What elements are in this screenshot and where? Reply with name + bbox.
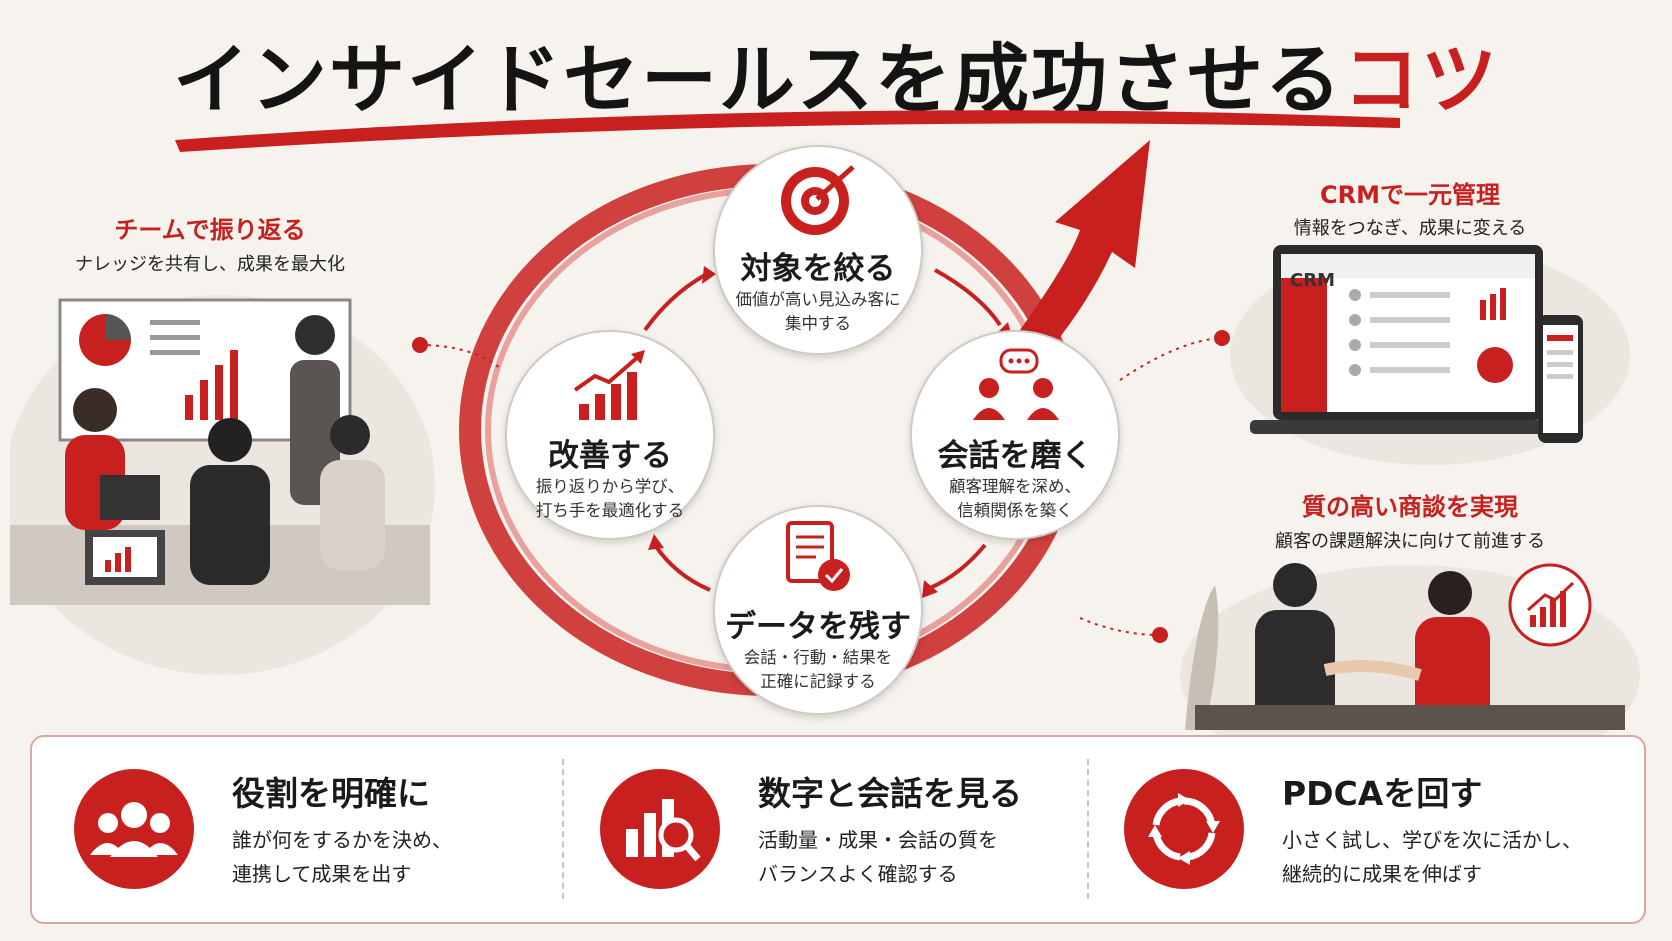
left-heading: チームで振り返る xyxy=(114,216,306,244)
node-improve-desc-2: 打ち手を最適化する xyxy=(535,501,685,520)
conversation-icon xyxy=(973,348,1059,420)
node-data-desc-1: 会話・行動・結果を xyxy=(743,648,893,667)
node-target-title: 対象を絞る xyxy=(740,251,896,287)
deal-heading: 質の高い商談を実現 xyxy=(1302,493,1518,521)
node-target-desc-2: 集中する xyxy=(785,314,851,333)
node-conversation-desc-1: 顧客理解を深め、 xyxy=(949,477,1081,496)
tip-pdca-title: PDCAを回す xyxy=(1282,774,1483,813)
connector-right-top xyxy=(1119,337,1223,381)
node-data-desc-2: 正確に記録する xyxy=(760,672,876,691)
checklist-icon xyxy=(786,521,850,591)
title-main: インサイドセールスを成功させる xyxy=(173,35,1343,124)
connector-left xyxy=(419,344,501,369)
team-meeting-illustration xyxy=(10,295,435,675)
crm-heading: CRMで一元管理 xyxy=(1320,181,1500,209)
handshake-illustration xyxy=(1180,563,1640,735)
tip-roles-desc-2: 連携して成果を出す xyxy=(232,862,412,886)
node-data[interactable]: データを残す 会話・行動・結果を 正確に記録する xyxy=(713,505,923,715)
growth-chart-icon xyxy=(573,350,645,420)
left-subtext: ナレッジを共有し、成果を最大化 xyxy=(75,254,345,275)
node-data-title: データを残す xyxy=(725,609,911,645)
tip-pdca-desc-2: 継続的に成果を伸ばす xyxy=(1282,862,1482,886)
title-accent: コツ xyxy=(1343,35,1499,124)
crm-devices-illustration xyxy=(1230,245,1630,465)
node-target[interactable]: 対象を絞る 価値が高い見込み客に 集中する xyxy=(713,145,923,355)
divider xyxy=(562,759,564,899)
node-improve-title: 改善する xyxy=(548,438,672,474)
node-conversation-title: 会話を磨く xyxy=(937,438,1093,474)
crm-subtext: 情報をつなぎ、成果に変える xyxy=(1293,218,1527,239)
page-title: インサイドセールスを成功させるコツ xyxy=(0,18,1672,128)
tip-pdca-desc-1: 小さく試し、学びを次に活かし、 xyxy=(1282,828,1582,852)
analytics-icon xyxy=(600,769,720,889)
deal-subtext: 顧客の課題解決に向けて前進する xyxy=(1275,531,1545,552)
title-underline-brush xyxy=(175,110,1400,152)
node-improve-desc-1: 振り返りから学び、 xyxy=(535,477,685,496)
connector-right-bottom xyxy=(1079,617,1161,636)
node-improve[interactable]: 改善する 振り返りから学び、 打ち手を最適化する xyxy=(505,330,715,540)
tips-panel: 役割を明確に 誰が何をするかを決め、 連携して成果を出す 数字と会話を見る 活動… xyxy=(30,735,1646,924)
tip-metrics-title: 数字と会話を見る xyxy=(758,774,1022,813)
crm-screen-label: CRM xyxy=(1290,270,1335,291)
node-conversation-desc-2: 信頼関係を築く xyxy=(957,501,1073,520)
target-icon xyxy=(781,165,855,235)
team-icon xyxy=(74,769,194,889)
divider xyxy=(1087,759,1089,899)
cycle-icon xyxy=(1124,769,1244,889)
node-conversation[interactable]: 会話を磨く 顧客理解を深め、 信頼関係を築く xyxy=(910,330,1120,540)
tip-metrics-desc-1: 活動量・成果・会話の質を xyxy=(758,828,998,852)
tip-roles-desc-1: 誰が何をするかを決め、 xyxy=(232,828,452,852)
tip-roles-title: 役割を明確に xyxy=(232,774,430,813)
tip-metrics-desc-2: バランスよく確認する xyxy=(758,862,958,886)
node-target-desc-1: 価値が高い見込み客に xyxy=(735,290,901,309)
growth-arrow xyxy=(1020,140,1150,350)
